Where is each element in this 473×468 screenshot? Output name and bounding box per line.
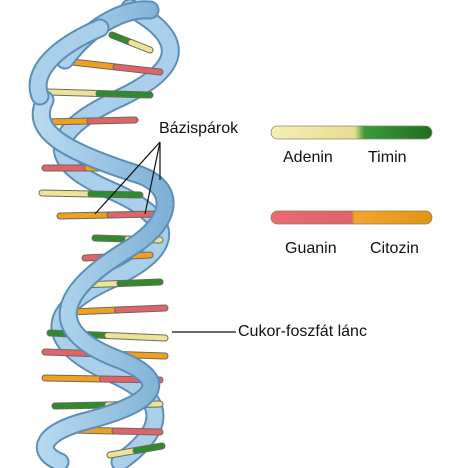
base-thymine bbox=[88, 191, 143, 198]
base-guanine bbox=[87, 117, 138, 124]
base-cytosine bbox=[42, 375, 105, 382]
base-pairs-leader-lines bbox=[94, 141, 161, 215]
label-base-pairs: Bázispárok bbox=[159, 120, 239, 137]
base-cytosine bbox=[67, 307, 120, 315]
base-thymine bbox=[133, 443, 165, 453]
base-thymine bbox=[117, 279, 163, 286]
base-guanine bbox=[107, 211, 163, 218]
base-adenine bbox=[45, 89, 102, 96]
base-adenine bbox=[105, 333, 168, 341]
base-cytosine bbox=[69, 59, 119, 70]
base-thymine bbox=[92, 235, 130, 242]
base-thymine bbox=[52, 402, 110, 409]
legend-label-timin: Timin bbox=[368, 149, 407, 166]
legend-bar-adenin-timin bbox=[270, 125, 433, 140]
base-thymine bbox=[96, 91, 153, 98]
base-cytosine bbox=[57, 212, 113, 219]
base-guanine bbox=[113, 64, 163, 75]
label-sugar-phosphate-backbone: Cukor-foszfát lánc bbox=[238, 323, 367, 340]
base-adenine bbox=[107, 448, 139, 458]
legend-label-adenin: Adenin bbox=[283, 149, 333, 166]
backbone-strand-top-left-fill bbox=[30, 20, 108, 104]
legend-label-citozin: Citozin bbox=[370, 240, 419, 257]
legend-label-guanin: Guanin bbox=[285, 240, 337, 257]
base-guanine bbox=[112, 428, 163, 435]
base-adenine bbox=[39, 190, 94, 197]
legend-bar-guanin-citozin bbox=[270, 210, 433, 225]
base-guanine bbox=[115, 305, 168, 313]
base-adenine bbox=[128, 40, 153, 53]
